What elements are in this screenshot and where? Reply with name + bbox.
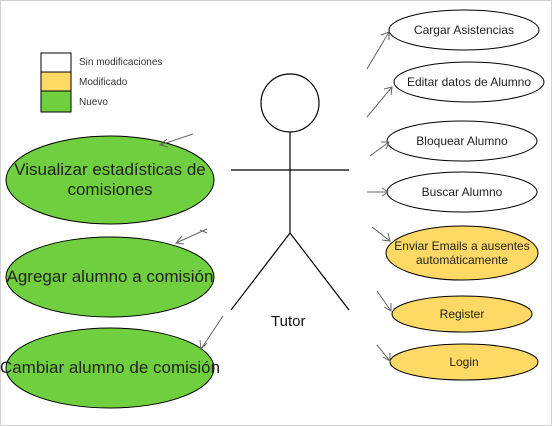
usecase-label-editar-datos: Editar datos de Alumno [406,74,532,89]
association-arrow-editar [366,86,393,118]
usecase-label-bloquear-alumno: Bloquear Alumno [416,133,508,148]
usecase-label-login: Login [449,354,479,369]
legend-label-nuevo: Nuevo [79,97,108,108]
usecase-ellipse-visualizar-estadisticas[interactable] [5,135,215,225]
association-arrow-cargar [366,31,390,70]
legend-swatch-modificado [40,71,72,92]
association-arrow-enviar [371,226,391,242]
association-arrow-bloquear [369,141,390,157]
association-arrow-cambiar [199,315,224,351]
usecase-ellipse-bloquear-alumno[interactable] [386,120,538,162]
actor-tutor-figure [230,73,350,311]
usecase-label-cargar-asistencias: Cargar Asistencias [413,22,515,37]
usecase-ellipse-enviar-emails[interactable] [385,225,539,281]
usecase-label-buscar-alumno: Buscar Alumno [421,184,503,199]
usecase-label-agregar-alumno: Agregar alumno a comisión [6,266,214,286]
legend-label-sin-modificaciones: Sin modificaciones [79,57,163,68]
usecase-label-visualizar-estadisticas: Visualizar estadísticas de comisiones [14,159,206,199]
legend-swatch-nuevo [40,90,72,113]
usecase-ellipse-register[interactable] [391,295,533,333]
association-arrow-visualizar [158,133,194,148]
legend-label-modificado: Modificado [79,77,128,88]
usecase-ellipse-cambiar-alumno[interactable] [5,327,215,409]
usecase-label-cambiar-alumno: Cambiar alumno de comisión [0,357,221,377]
association-arrow-agregar [175,228,208,245]
usecase-label-enviar-emails: Enviar Emails a ausentes automáticamente [394,238,530,267]
association-arrow-register [376,290,392,312]
association-arrow-buscar [367,187,389,197]
usecase-ellipse-cargar-asistencias[interactable] [388,9,540,51]
legend-swatch-sin-modificaciones [40,52,72,73]
actor-label: Tutor [271,313,306,330]
usecase-ellipse-editar-datos[interactable] [393,61,545,103]
usecase-ellipse-login[interactable] [389,343,539,381]
usecase-label-register: Register [439,306,485,321]
association-arrow-login [376,344,391,362]
usecase-ellipse-agregar-alumno[interactable] [5,236,215,318]
